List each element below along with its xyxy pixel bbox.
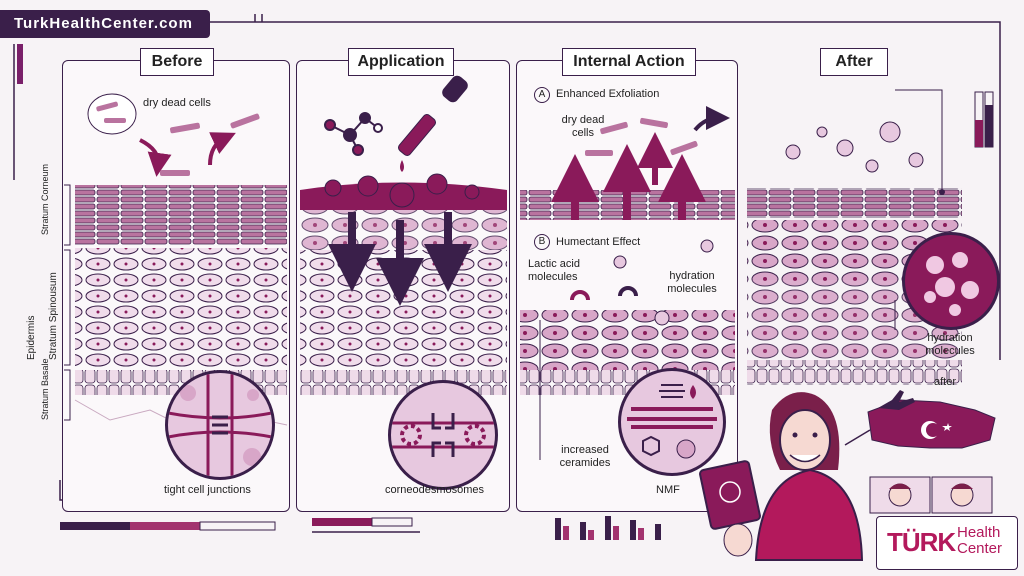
title-application: Application (348, 48, 454, 76)
woman-illustration (699, 392, 864, 561)
label-enhanced-exfoliation: Enhanced Exfoliation (556, 88, 660, 100)
turkey-map-icon (844, 390, 996, 449)
application-skin (300, 75, 507, 395)
after-skin (747, 89, 962, 385)
label-after: after (934, 376, 957, 388)
before-after-thumbnails (869, 476, 993, 514)
molecule-icon (324, 112, 383, 156)
label-nmf: NMF (656, 484, 680, 496)
label-humectant-effect: Humectant Effect (556, 236, 641, 248)
label-hydration-molecules-after: hydration molecules (925, 332, 975, 358)
mini-bar-chart (555, 516, 661, 540)
site-name: TurkHealthCenter.com (14, 15, 193, 32)
nmf-zoom (618, 368, 726, 476)
label-dry-dead-cells-before: dry dead cells (143, 97, 211, 109)
label-stratum-spinosum: Stratum Spinousum (48, 272, 59, 360)
dropper-icon (397, 75, 468, 172)
hydration-zoom (902, 232, 1000, 330)
label-epidermis: Epidermis (26, 315, 37, 360)
marker-b: B (534, 234, 550, 250)
label-stratum-corneum: Stratum Corneum (40, 163, 50, 235)
brand-bar: TurkHealthCenter.com (0, 10, 210, 38)
label-dry-dead-cells-internal: dry dead cells (561, 114, 605, 140)
title-after: After (820, 48, 888, 76)
corneodesmosome-zoom (388, 380, 498, 490)
before-skin (64, 93, 288, 431)
label-increased-ceramides: increased ceramides (559, 444, 611, 470)
title-before: Before (140, 48, 214, 76)
marker-a: A (534, 87, 550, 103)
label-hydration-molecules-internal: hydration molecules (667, 270, 717, 296)
title-internal: Internal Action (562, 48, 696, 76)
label-tight-cell-junctions: tight cell junctions (164, 484, 251, 496)
label-lactic-acid-molecules: Lactic acid molecules (528, 258, 580, 284)
label-corneodesmosomes: corneodesmosomes (385, 484, 485, 496)
label-stratum-basale: Stratum Basale (40, 358, 50, 420)
tight-junction-zoom (165, 370, 275, 480)
